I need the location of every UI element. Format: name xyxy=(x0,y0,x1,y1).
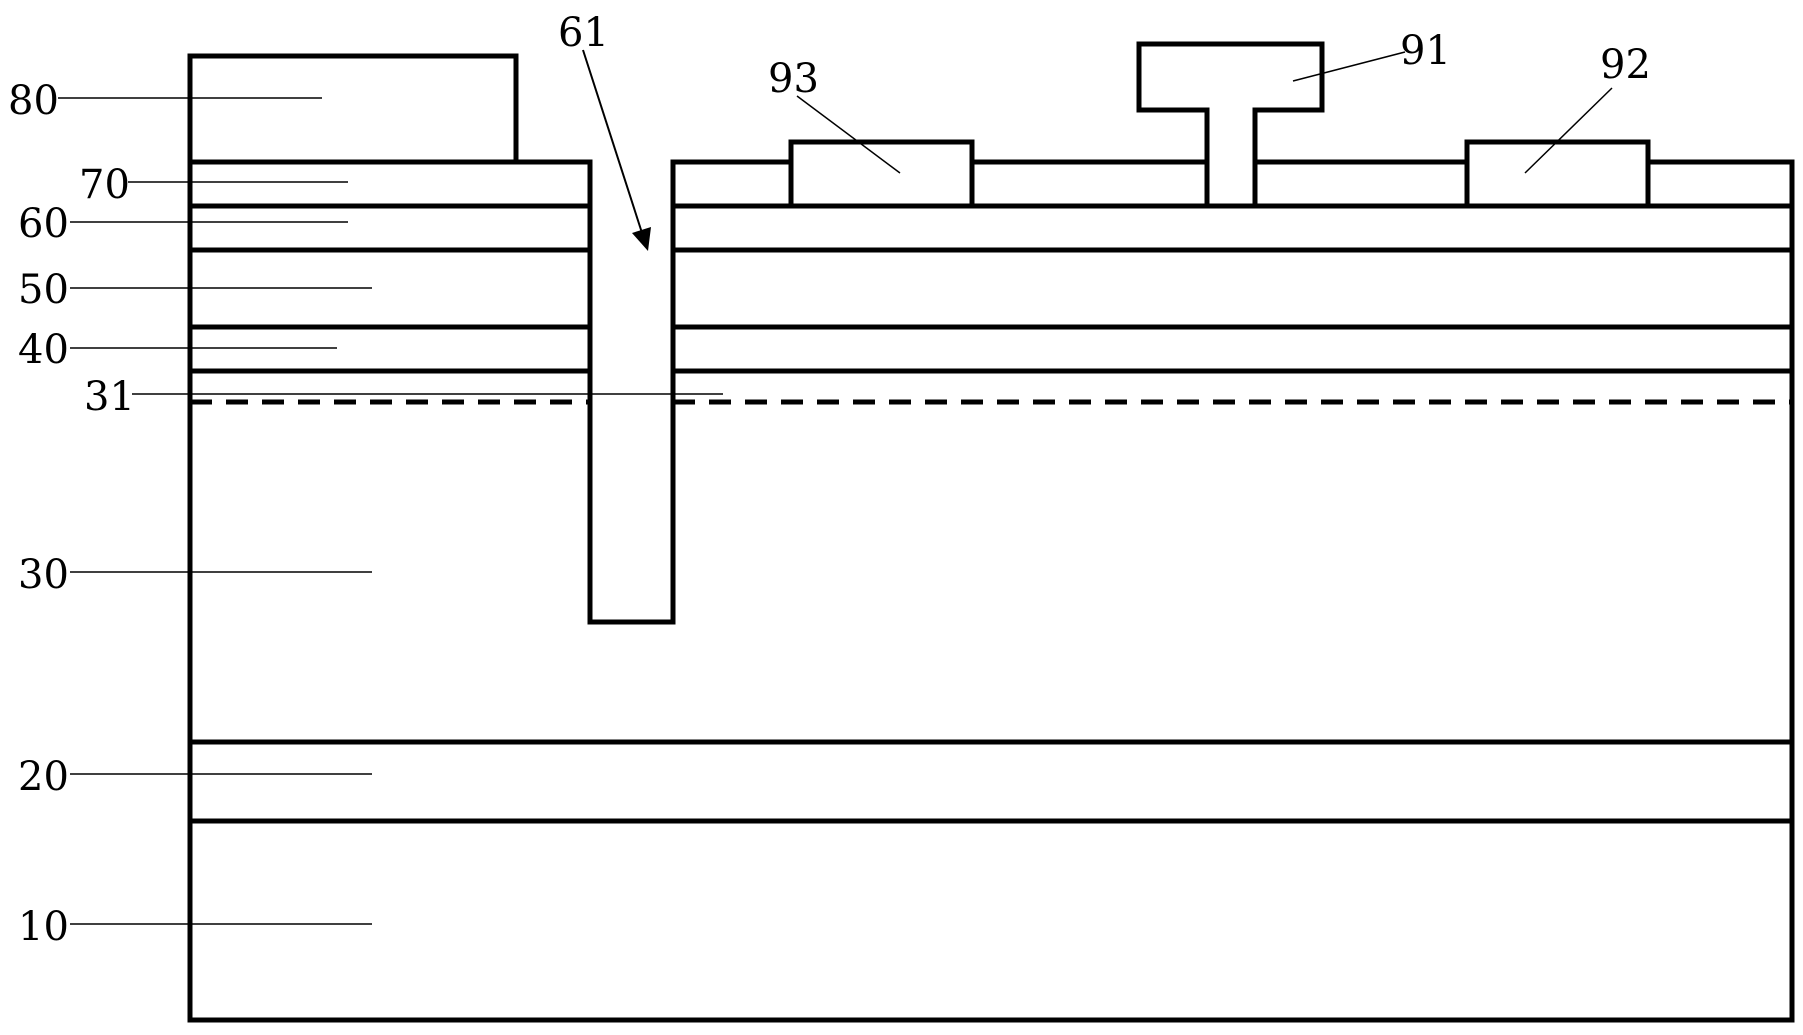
label-20: 20 xyxy=(18,754,69,800)
arrow-61-head xyxy=(632,227,651,251)
label-50: 50 xyxy=(18,267,69,313)
block-80 xyxy=(187,53,519,165)
t-gate-91 xyxy=(1136,41,1325,209)
label-30: 30 xyxy=(18,552,69,598)
label-40: 40 xyxy=(18,327,69,373)
label-93: 93 xyxy=(768,56,819,102)
label-70: 70 xyxy=(79,162,130,208)
label-92: 92 xyxy=(1600,42,1651,88)
electrode-93 xyxy=(788,139,975,209)
leader-91 xyxy=(1292,51,1406,82)
device-stack-outline xyxy=(187,159,1795,1023)
label-60: 60 xyxy=(18,201,69,247)
electrode-92 xyxy=(1464,139,1651,209)
label-91: 91 xyxy=(1400,28,1451,74)
label-31: 31 xyxy=(84,374,135,420)
arrow-61-shaft xyxy=(582,49,644,237)
label-10: 10 xyxy=(18,904,69,950)
leader-92 xyxy=(1524,87,1613,174)
leader-93 xyxy=(796,95,901,174)
label-80: 80 xyxy=(8,78,59,124)
label-61: 61 xyxy=(558,10,609,56)
